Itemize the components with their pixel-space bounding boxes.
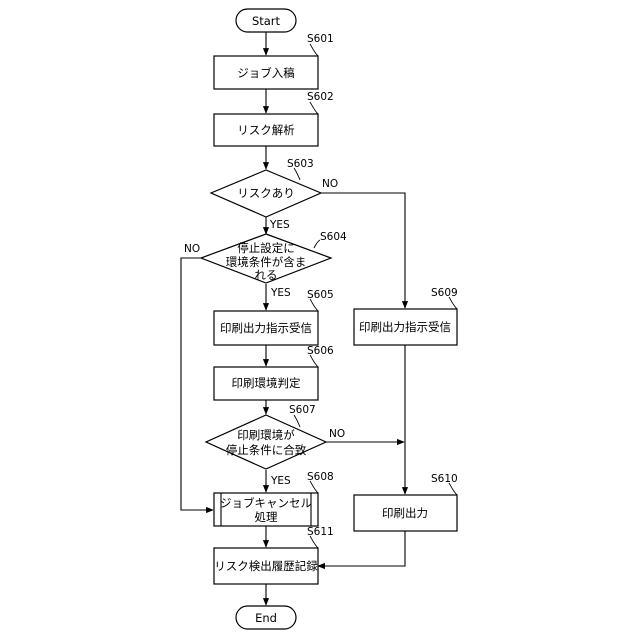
node-start: Start <box>236 9 296 32</box>
s603-yes-label: YES <box>269 219 290 231</box>
s604-step-label: S604 <box>320 231 347 243</box>
node-s606: 印刷環境判定 S606 <box>214 345 334 400</box>
s604-label-line1: 停止設定に <box>237 241 295 255</box>
node-s609: 印刷出力指示受信 S609 <box>354 287 458 345</box>
s607-tick <box>294 415 300 427</box>
s607-diamond <box>206 415 326 469</box>
s601-label: ジョブ入稿 <box>237 66 295 80</box>
s601-tick <box>310 44 318 56</box>
node-s611: リスク検出履歴記録 S611 <box>214 526 334 584</box>
node-s610: 印刷出力 S610 <box>354 473 458 531</box>
s602-tick <box>310 102 318 114</box>
s603-no-label: NO <box>322 178 338 190</box>
s608-step-label: S608 <box>307 471 334 483</box>
edge-s604-no-s608 <box>181 258 213 510</box>
s608-label-line2: 処理 <box>255 510 278 524</box>
s605-step-label: S605 <box>307 289 334 301</box>
node-s602: リスク解析 S602 <box>214 91 334 146</box>
s602-label: リスク解析 <box>237 123 295 137</box>
s601-step-label: S601 <box>307 33 334 45</box>
node-s603: リスクあり S603 NO YES <box>211 158 338 231</box>
s606-label: 印刷環境判定 <box>232 376 301 390</box>
s604-no-label: NO <box>184 243 200 255</box>
s604-yes-label: YES <box>270 287 291 299</box>
s610-step-label: S610 <box>431 473 458 485</box>
s608-label-line1: ジョブキャンセル <box>220 496 312 510</box>
s602-step-label: S602 <box>307 91 334 103</box>
s607-yes-label: YES <box>270 475 291 487</box>
s606-step-label: S606 <box>307 345 334 357</box>
s603-label: リスクあり <box>237 186 295 200</box>
s603-step-label: S603 <box>287 158 314 170</box>
start-label: Start <box>252 14 281 28</box>
s611-label: リスク検出履歴記録 <box>214 559 318 573</box>
s607-label-line2: 停止条件に合致 <box>226 443 307 457</box>
s611-step-label: S611 <box>307 526 334 538</box>
s607-no-label: NO <box>329 428 345 440</box>
s610-label: 印刷出力 <box>382 506 428 520</box>
node-s601: ジョブ入稿 S601 <box>214 33 334 89</box>
s604-label-line2: 環境条件が含ま <box>226 255 307 269</box>
s607-step-label: S607 <box>289 404 316 416</box>
s609-step-label: S609 <box>431 287 458 299</box>
node-end: End <box>236 606 296 629</box>
end-label: End <box>255 611 277 625</box>
s604-label-line3: れる <box>255 268 278 282</box>
s605-label: 印刷出力指示受信 <box>220 321 312 335</box>
s609-label: 印刷出力指示受信 <box>359 320 451 334</box>
s607-label-line1: 印刷環境が <box>237 428 295 442</box>
